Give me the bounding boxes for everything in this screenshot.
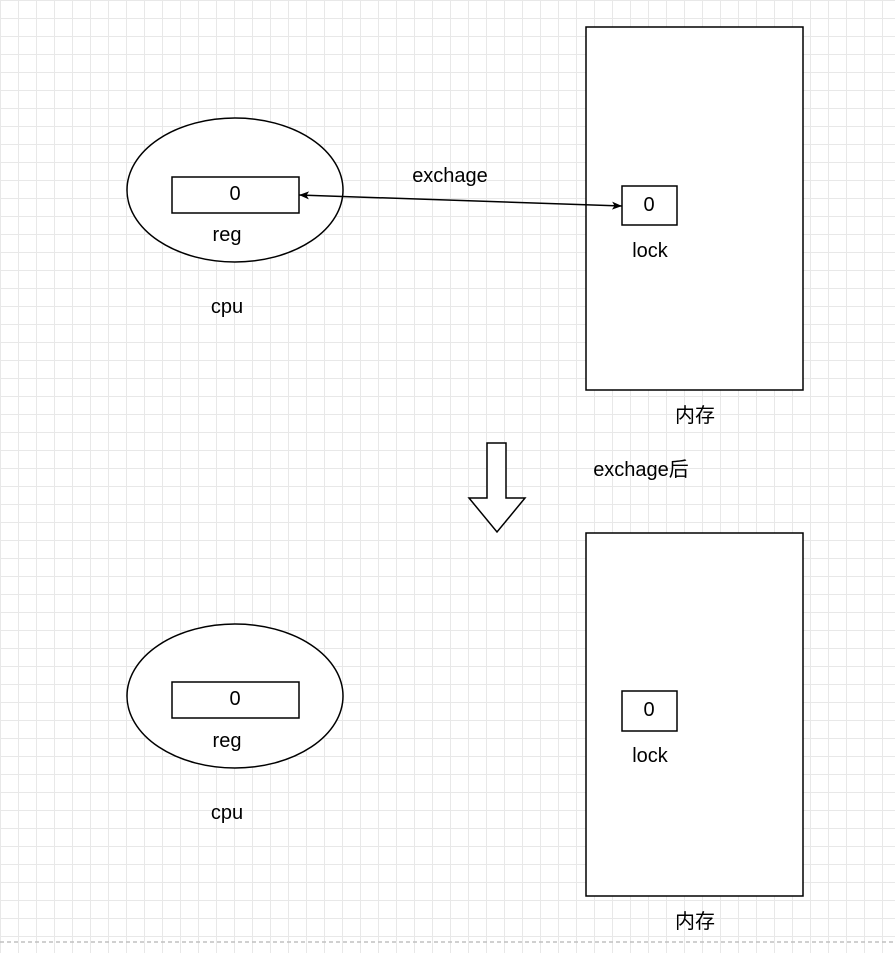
exchange-arrow-label: exchage bbox=[412, 165, 488, 187]
top-cpu-group: 0 reg cpu bbox=[126, 117, 344, 318]
top-lock-label: lock bbox=[632, 240, 669, 262]
top-reg-value: 0 bbox=[229, 183, 240, 205]
bottom-reg-label: reg bbox=[213, 730, 242, 752]
top-reg-label: reg bbox=[213, 224, 242, 246]
transition-label: exchage后 bbox=[593, 458, 689, 481]
down-arrow-icon[interactable] bbox=[467, 442, 527, 534]
top-cpu-label: cpu bbox=[211, 296, 243, 318]
bottom-reg-box[interactable] bbox=[171, 681, 300, 719]
exchange-double-arrow[interactable] bbox=[298, 191, 623, 210]
bottom-lock-label: lock bbox=[632, 745, 669, 767]
top-lock-box[interactable] bbox=[621, 185, 678, 226]
bottom-reg-value: 0 bbox=[229, 688, 240, 710]
bottom-memory-box[interactable] bbox=[585, 532, 804, 897]
top-memory-group: 0 lock 内存 bbox=[585, 26, 804, 427]
bottom-lock-value: 0 bbox=[643, 699, 654, 721]
bottom-memory-group: 0 lock 内存 bbox=[585, 532, 804, 933]
top-memory-label: 内存 bbox=[675, 404, 715, 427]
bottom-lock-box[interactable] bbox=[621, 690, 678, 732]
bottom-cpu-group: 0 reg cpu bbox=[126, 623, 344, 824]
top-lock-value: 0 bbox=[643, 194, 654, 216]
bottom-memory-label: 内存 bbox=[675, 910, 715, 933]
top-reg-box[interactable] bbox=[171, 176, 300, 214]
bottom-cpu-label: cpu bbox=[211, 802, 243, 824]
top-memory-box[interactable] bbox=[585, 26, 804, 391]
